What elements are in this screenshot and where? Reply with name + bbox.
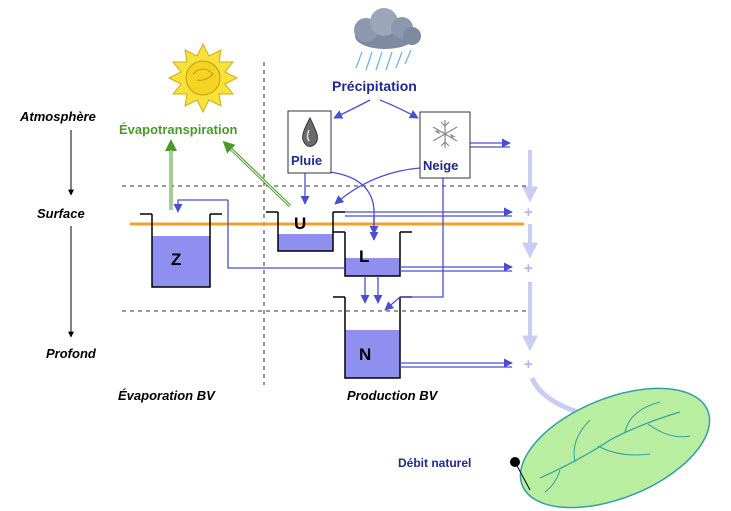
junction-plus-3: + <box>524 356 533 373</box>
surface-label: Surface <box>37 206 85 221</box>
tank-l-water <box>345 258 400 276</box>
watershed-icon <box>519 387 711 509</box>
precip-to-neige-arrow <box>379 99 419 119</box>
junction-plus-2: + <box>524 260 533 277</box>
atmosphere-label: Atmosphère <box>20 109 96 124</box>
tank-n-label: N <box>359 345 372 364</box>
z-overflow-to-l-line <box>227 200 345 269</box>
tank-z-water <box>152 236 210 287</box>
junction-plus-1: + <box>524 204 533 221</box>
evapo-arrow-u-inner <box>230 148 291 207</box>
tank-z-outline <box>151 214 211 288</box>
z-recharge-arrow <box>173 199 228 213</box>
evaporation-bv-label: Évaporation BV <box>118 388 215 403</box>
raindrop-icon <box>302 116 318 147</box>
tank-l-outline <box>344 232 401 277</box>
profond-label: Profond <box>46 346 96 361</box>
precip-to-pluie-arrow <box>333 99 371 119</box>
tank-u-label: U <box>294 214 307 233</box>
outlet-connector <box>514 461 531 491</box>
tank-n-outline <box>344 297 401 379</box>
neige-to-n-arrow <box>384 178 444 311</box>
sun-icon <box>167 42 239 114</box>
precipitation-label: Précipitation <box>332 78 417 94</box>
pluie-to-l-arrow <box>329 171 379 241</box>
evapotranspiration-label: Évapotranspiration <box>119 122 238 137</box>
production-bv-label: Production BV <box>347 388 438 403</box>
pluie-label: Pluie <box>291 153 323 168</box>
tank-z-label: Z <box>171 250 182 269</box>
tank-n-water <box>345 330 400 378</box>
tank-u-water <box>278 234 333 251</box>
tank-l-label: L <box>359 247 370 266</box>
snowflake-icon <box>432 120 458 148</box>
neige-label: Neige <box>423 158 459 173</box>
outlet-point <box>510 457 520 467</box>
debit-naturel-label: Débit naturel <box>398 456 472 470</box>
neige-to-u-arrow <box>334 167 421 205</box>
rain-cloud-icon <box>354 8 421 71</box>
